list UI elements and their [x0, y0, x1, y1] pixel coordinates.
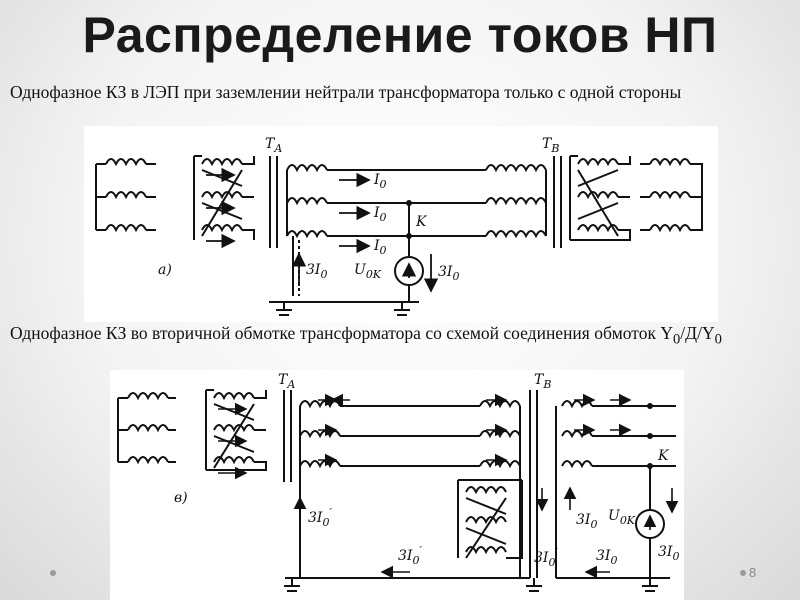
label-ground-current-a: 3I0′: [398, 544, 422, 567]
tb-outer-windings: [640, 158, 703, 233]
page-number: 8: [749, 565, 757, 580]
label-current-1: I0: [373, 172, 387, 191]
transmission-lines-b: [340, 405, 480, 467]
nav-dot-right: [740, 570, 746, 576]
ground-bus: [269, 301, 419, 316]
current-arrows-b: [218, 393, 679, 579]
tb-core-b: [529, 390, 538, 578]
ta-primary-windings-b: [117, 392, 176, 465]
label-ta: TA: [265, 136, 282, 155]
label-tb-right-current: 3I0: [576, 512, 597, 531]
caption-b-text: Однофазное КЗ во вторичной обмотке транс…: [10, 323, 673, 343]
caption-b-sub2: 0: [714, 331, 722, 348]
junction-node-2: [406, 233, 412, 239]
ta-delta-winding-b: [205, 389, 267, 471]
label-neutral-current: 3I0: [306, 262, 327, 281]
caption-b-sub1: 0: [672, 331, 681, 348]
diagram-b: TA TB K 3I0′ 3I0′ 3I0′ 3I0 3I0 U0K 3I0 в…: [110, 370, 684, 600]
transmission-lines: [327, 169, 476, 237]
label-source-b: U0K: [608, 508, 636, 527]
label-source-current: 3I0: [438, 264, 459, 283]
label-tb-left-current: 3I0′: [534, 546, 558, 569]
slide-title: Распределение токов НП: [82, 7, 718, 63]
fault-branch-b: [635, 466, 665, 578]
ta-core: [269, 156, 278, 248]
fault-branch: [394, 203, 424, 302]
diagram-a: TA TB I0 I0 I0 K 3I0 U0K 3I0 а): [84, 126, 718, 322]
ta-secondary-windings: [286, 164, 328, 296]
label-figure-a: а): [158, 262, 172, 278]
label-fault-k-b: K: [657, 448, 670, 464]
nav-dot-left: [50, 570, 56, 576]
tb-delta-winding-b: [457, 479, 523, 559]
ta-primary-windings: [95, 158, 156, 233]
label-current-2: I0: [373, 205, 387, 224]
junction-node-b3: [647, 403, 653, 409]
label-source-current-b: 3I0: [658, 544, 679, 563]
tb-line-windings: [476, 164, 547, 239]
caption-b-mid: /Д/Y: [680, 323, 715, 343]
caption-line-fault: Однофазное КЗ в ЛЭП при заземлении нейтр…: [10, 82, 682, 102]
label-figure-b: в): [174, 490, 188, 506]
diagram-b-svg: TA TB K 3I0′ 3I0′ 3I0′ 3I0 3I0 U0K 3I0 в…: [117, 372, 679, 592]
tb-secondary-windings-b: [555, 400, 676, 578]
label-fault-k: K: [415, 214, 428, 230]
tb-core: [553, 156, 562, 248]
label-source: U0K: [354, 262, 382, 281]
diagram-a-svg: TA TB I0 I0 I0 K 3I0 U0K 3I0 а): [95, 136, 703, 316]
ta-secondary-windings-b: [299, 400, 341, 578]
label-tb: TB: [542, 136, 559, 155]
junction-node-b2: [647, 433, 653, 439]
label-neutral-current-b: 3I0′: [308, 506, 332, 529]
label-tb-b: TB: [534, 372, 551, 391]
ta-core-b: [283, 390, 292, 482]
label-ground-current-b: 3I0: [596, 548, 617, 567]
junction-node-b1: [647, 463, 653, 469]
caption-transformer-fault: Однофазное КЗ во вторичной обмотке транс…: [10, 320, 790, 353]
current-arrows-a: [206, 167, 439, 293]
tb-delta-winding: [569, 155, 631, 241]
junction-node-1: [406, 200, 412, 206]
ground-bus-b: [284, 577, 670, 592]
label-ta-b: TA: [278, 372, 295, 391]
ta-delta-winding: [193, 155, 255, 240]
label-current-3: I0: [373, 238, 387, 257]
